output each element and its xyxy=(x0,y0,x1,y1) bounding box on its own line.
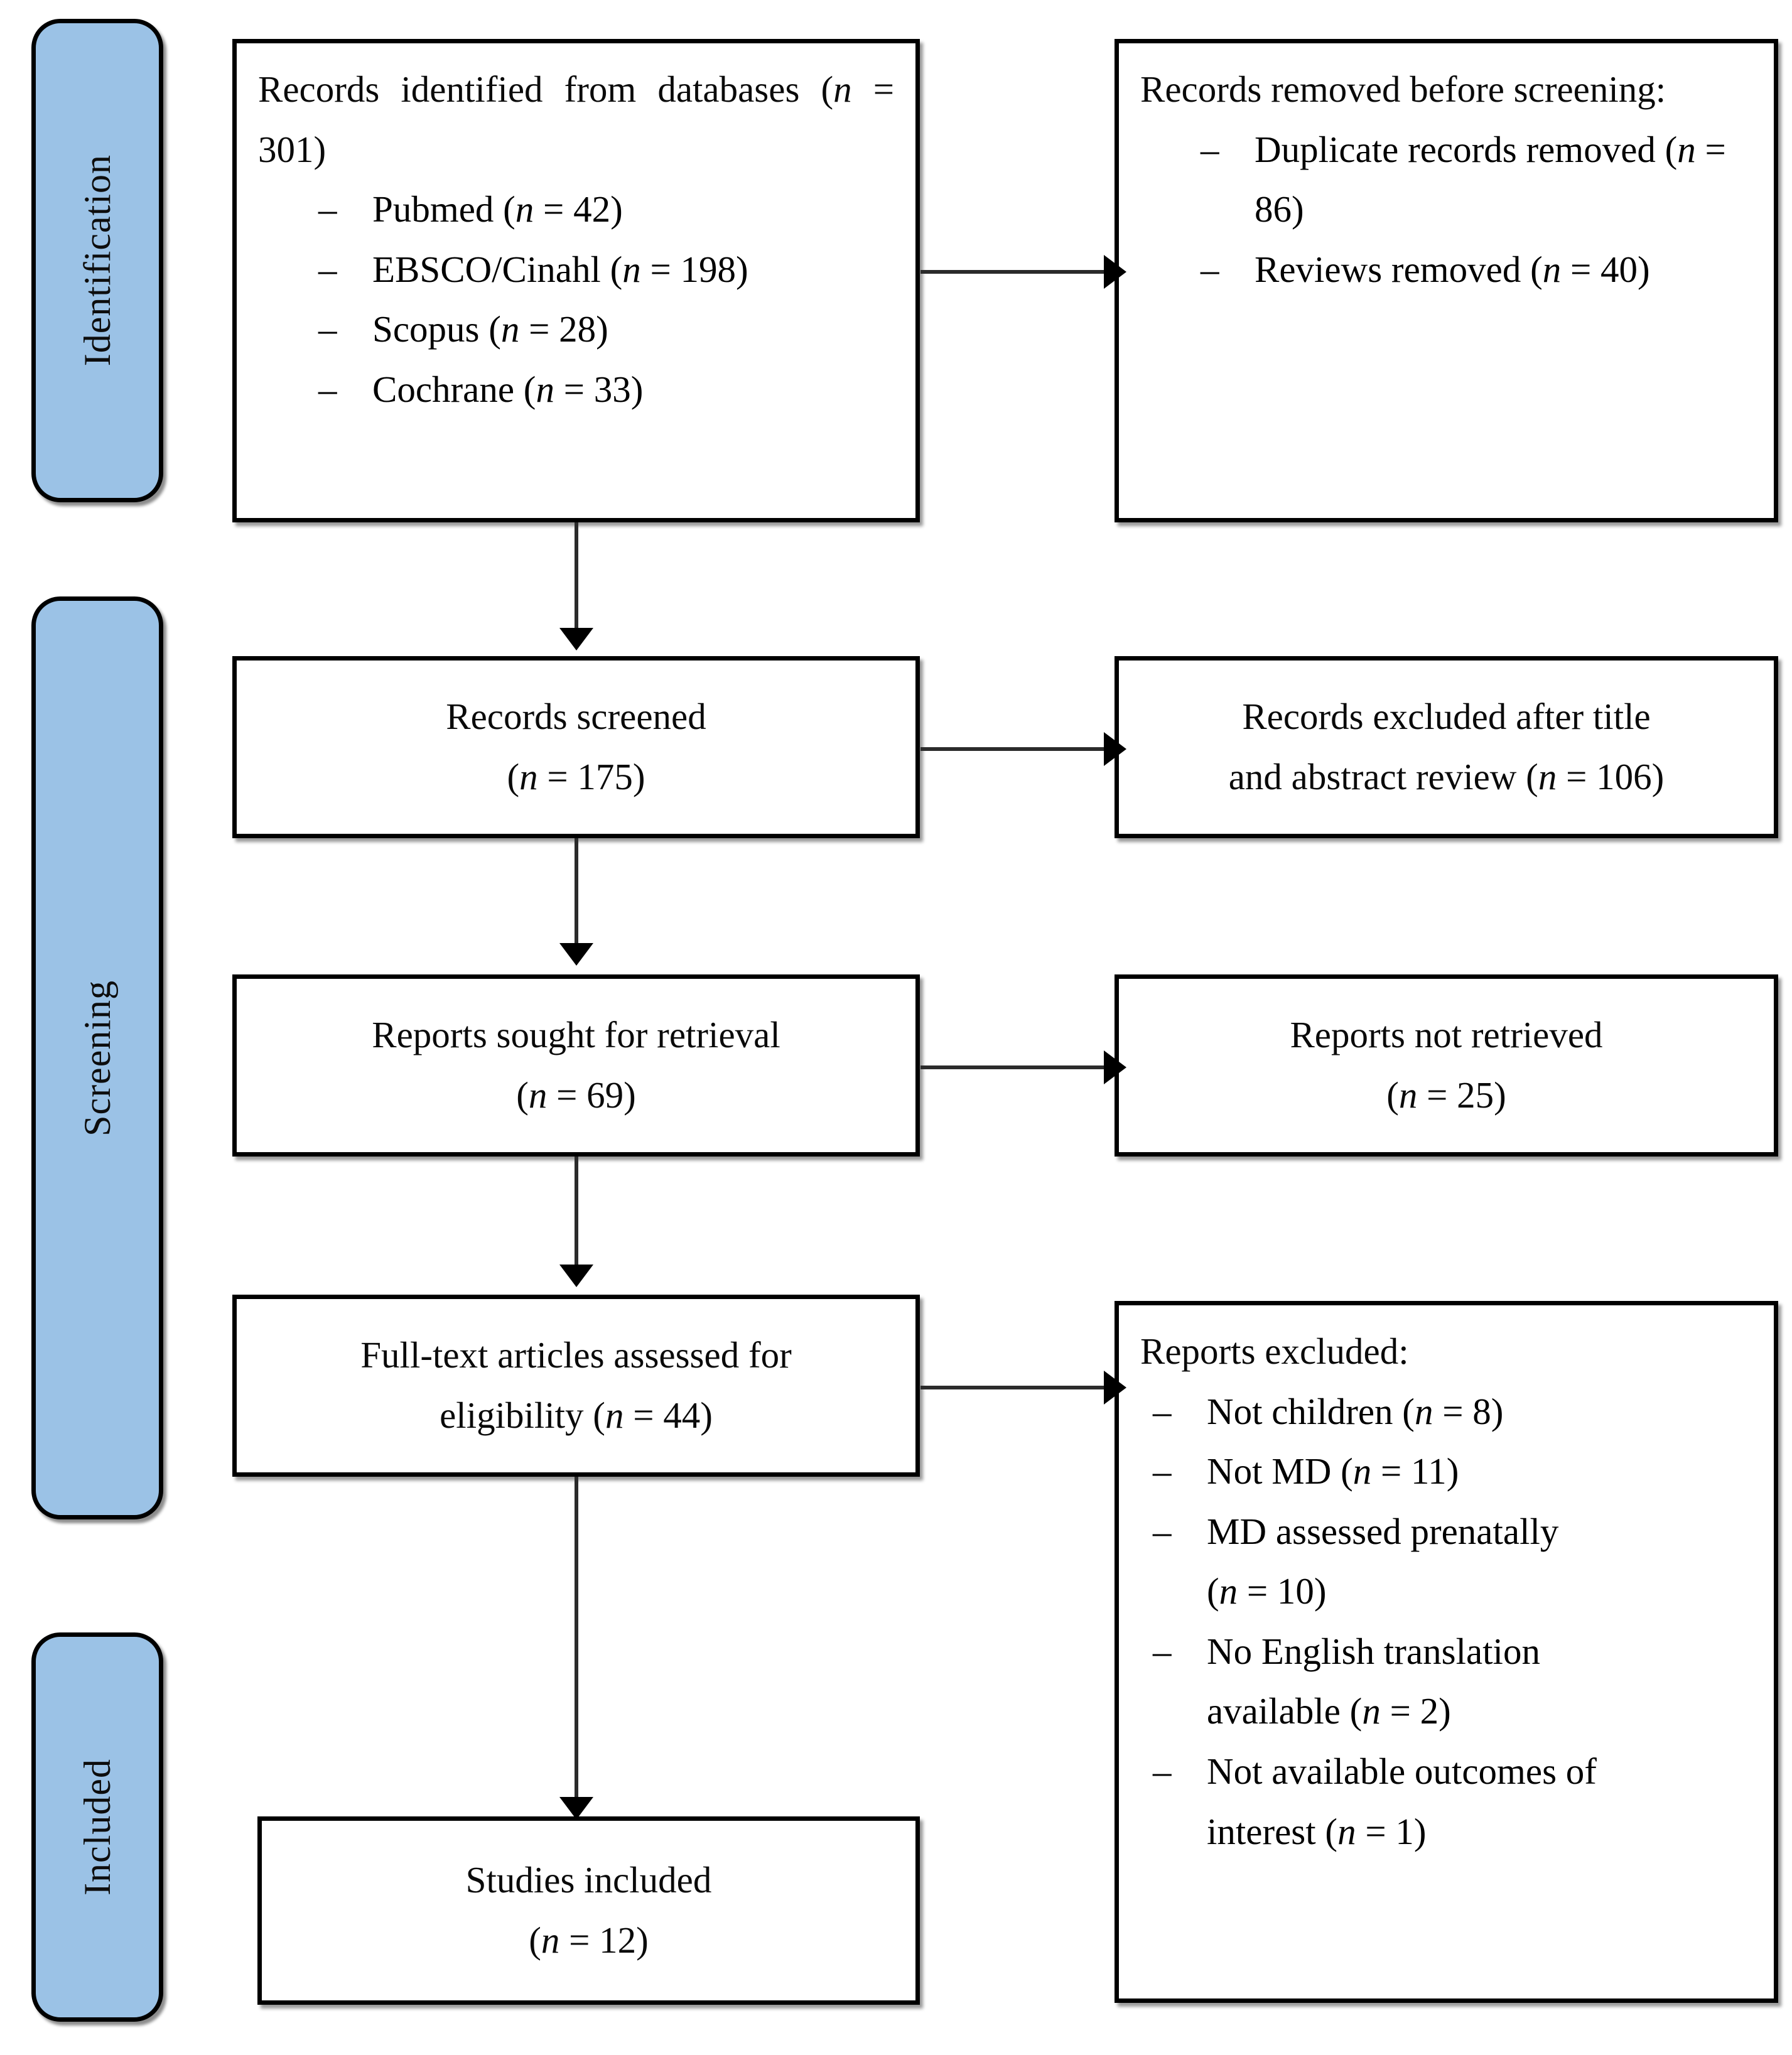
reports-sought-line1: Reports sought for retrieval xyxy=(372,1014,780,1056)
records-screened-line1: Records screened xyxy=(446,696,706,738)
stage-bar-screening: Screening xyxy=(31,596,163,1519)
list-item: –Reviews removed (n = 40) xyxy=(1201,240,1752,300)
records-identified-heading: Records identified from databases (n = 3… xyxy=(258,68,894,170)
arrowhead-fulltext-to-excluded xyxy=(1104,1371,1126,1405)
arrowhead-fulltext-to-included xyxy=(559,1797,593,1820)
source-pubmed: Pubmed (n = 42) xyxy=(372,188,623,230)
stage-bar-identification: Identification xyxy=(31,19,163,502)
stage-label-included: Included xyxy=(76,1759,118,1896)
removed-duplicates: Duplicate records removed (n = 86) xyxy=(1255,128,1726,230)
dash-bullet-icon: – xyxy=(1201,248,1219,290)
full-text-assessed-line1: Full-text articles assessed for xyxy=(360,1334,792,1376)
stage-bar-included: Included xyxy=(31,1632,163,2022)
dash-bullet-icon: – xyxy=(1153,1390,1172,1432)
dash-bullet-icon: – xyxy=(318,188,337,230)
box-records-excluded: Records excluded after title and abstrac… xyxy=(1115,656,1778,838)
full-text-assessed-line2: eligibility (n = 44) xyxy=(440,1394,713,1436)
box-full-text-assessed: Full-text articles assessed for eligibil… xyxy=(232,1295,920,1477)
source-scopus: Scopus (n = 28) xyxy=(372,308,608,350)
removed-reviews: Reviews removed (n = 40) xyxy=(1255,248,1650,290)
dash-bullet-icon: – xyxy=(1153,1750,1172,1793)
arrowhead-sought-to-not-retrieved xyxy=(1104,1050,1126,1084)
list-item: –Not MD (n = 11) xyxy=(1153,1442,1752,1502)
arrowhead-screened-to-sought xyxy=(559,943,593,966)
records-removed-list: –Duplicate records removed (n = 86) –Rev… xyxy=(1201,120,1752,300)
studies-included-line1: Studies included xyxy=(465,1859,712,1901)
list-item: –Cochrane (n = 33) xyxy=(318,360,894,420)
connector-fulltext-to-included xyxy=(575,1477,578,1803)
box-reports-excluded: Reports excluded: –Not children (n = 8) … xyxy=(1115,1301,1778,2003)
connector-screened-to-excluded xyxy=(920,747,1109,751)
box-records-removed: Records removed before screening: –Dupli… xyxy=(1115,39,1778,522)
excluded-md-prenatal: MD assessed prenatally(n = 10) xyxy=(1207,1510,1559,1612)
records-screened-count: (n = 175) xyxy=(507,756,645,797)
list-item: –Duplicate records removed (n = 86) xyxy=(1201,120,1752,240)
connector-sought-to-fulltext xyxy=(575,1157,578,1270)
dash-bullet-icon: – xyxy=(318,248,337,290)
connector-identified-to-screened xyxy=(575,522,578,632)
reports-excluded-heading: Reports excluded: xyxy=(1140,1330,1409,1372)
reports-not-retrieved-line1: Reports not retrieved xyxy=(1290,1014,1603,1056)
box-records-screened: Records screened (n = 175) xyxy=(232,656,920,838)
box-studies-included: Studies included (n = 12) xyxy=(257,1816,920,2005)
connector-sought-to-not-retrieved xyxy=(920,1065,1109,1069)
arrowhead-identified-to-screened xyxy=(559,628,593,650)
connector-screened-to-sought xyxy=(575,838,578,948)
dash-bullet-icon: – xyxy=(1153,1630,1172,1672)
connector-identified-to-removed xyxy=(920,270,1109,274)
box-reports-not-retrieved: Reports not retrieved (n = 25) xyxy=(1115,974,1778,1157)
source-ebsco: EBSCO/Cinahl (n = 198) xyxy=(372,248,748,290)
list-item: –Pubmed (n = 42) xyxy=(318,180,894,240)
list-item: –EBSCO/Cinahl (n = 198) xyxy=(318,240,894,300)
reports-excluded-list: –Not children (n = 8) –Not MD (n = 11) –… xyxy=(1153,1382,1752,1862)
list-item: –Not children (n = 8) xyxy=(1153,1382,1752,1442)
arrowhead-identified-to-removed xyxy=(1104,255,1126,289)
excluded-not-md: Not MD (n = 11) xyxy=(1207,1450,1459,1492)
connector-fulltext-to-excluded xyxy=(920,1386,1109,1389)
dash-bullet-icon: – xyxy=(1153,1450,1172,1492)
box-reports-sought: Reports sought for retrieval (n = 69) xyxy=(232,974,920,1157)
records-identified-source-list: –Pubmed (n = 42) –EBSCO/Cinahl (n = 198)… xyxy=(318,180,894,419)
stage-label-screening: Screening xyxy=(76,979,118,1136)
records-excluded-line2: and abstract review (n = 106) xyxy=(1228,756,1665,797)
dash-bullet-icon: – xyxy=(318,368,337,410)
excluded-not-children: Not children (n = 8) xyxy=(1207,1390,1504,1432)
source-cochrane: Cochrane (n = 33) xyxy=(372,368,644,410)
records-excluded-line1: Records excluded after title xyxy=(1242,696,1651,738)
dash-bullet-icon: – xyxy=(1153,1510,1172,1552)
arrowhead-screened-to-excluded xyxy=(1104,732,1126,766)
list-item: –Scopus (n = 28) xyxy=(318,299,894,360)
italic-n: n xyxy=(833,68,852,110)
reports-not-retrieved-count: (n = 25) xyxy=(1386,1074,1506,1116)
arrowhead-sought-to-fulltext xyxy=(559,1265,593,1287)
studies-included-count: (n = 12) xyxy=(529,1919,649,1961)
stage-label-identification: Identification xyxy=(76,154,118,367)
reports-sought-count: (n = 69) xyxy=(516,1074,636,1116)
box-records-identified: Records identified from databases (n = 3… xyxy=(232,39,920,522)
list-item: –MD assessed prenatally(n = 10) xyxy=(1153,1502,1752,1622)
dash-bullet-icon: – xyxy=(1201,128,1219,170)
dash-bullet-icon: – xyxy=(318,308,337,350)
records-removed-heading: Records removed before screening: xyxy=(1140,68,1666,110)
